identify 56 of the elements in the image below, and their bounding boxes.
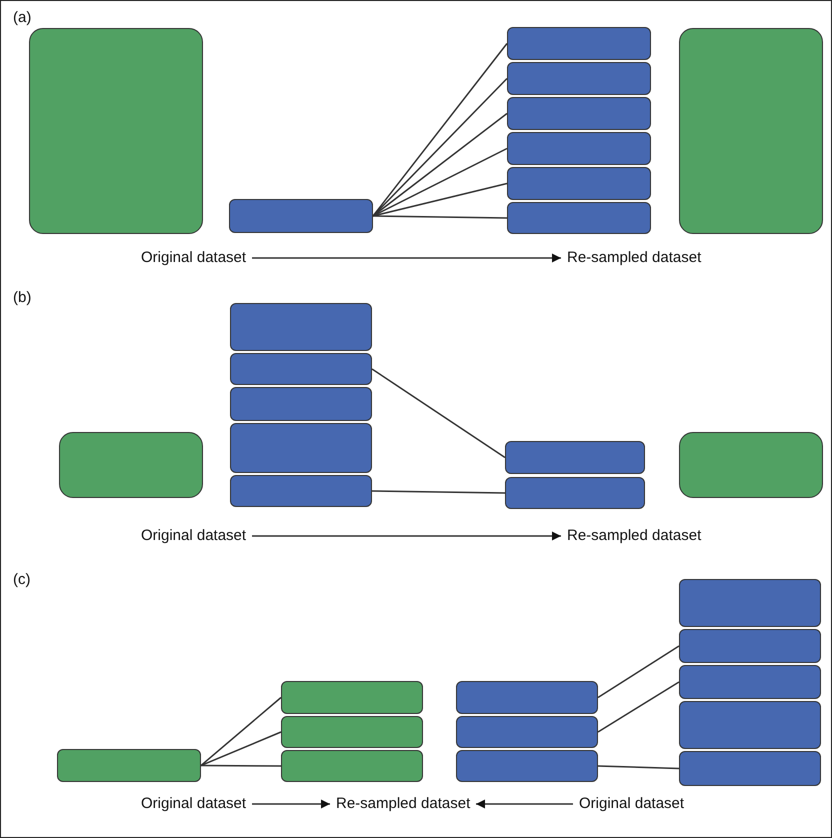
- connector-line: [372, 43, 508, 216]
- data-bar: [507, 167, 651, 200]
- data-bar: [456, 750, 598, 782]
- arrow: [252, 800, 330, 808]
- dataset-block: [59, 432, 203, 498]
- data-bar: [679, 701, 821, 749]
- data-bar: [230, 303, 372, 351]
- arrow: [476, 800, 573, 808]
- data-bar: [507, 202, 651, 234]
- connector-line: [372, 182, 508, 217]
- data-bar: [57, 749, 201, 782]
- dataset-block: [679, 28, 823, 234]
- data-bar: [507, 132, 651, 165]
- connector-line: [598, 645, 680, 698]
- connector-line: [598, 681, 680, 733]
- connector-line: [372, 215, 508, 219]
- data-bar: [456, 681, 598, 714]
- connector-line: [372, 490, 506, 494]
- data-bar: [507, 97, 651, 130]
- data-bar: [281, 716, 423, 748]
- data-bar: [507, 62, 651, 95]
- data-bar: [505, 477, 645, 509]
- panel-label: (b): [13, 289, 32, 306]
- data-bar: [456, 716, 598, 748]
- dataset-block: [29, 28, 203, 234]
- dataset-label: Re-sampled dataset: [567, 527, 702, 545]
- dataset-label: Original dataset: [141, 795, 246, 813]
- connector-line: [372, 368, 506, 458]
- data-bar: [230, 353, 372, 385]
- data-bar: [281, 681, 423, 714]
- data-bar: [230, 387, 372, 421]
- arrow: [252, 254, 561, 262]
- connector-line: [201, 764, 281, 767]
- dataset-label: Re-sampled dataset: [336, 795, 470, 813]
- dataset-label: Original dataset: [579, 795, 684, 813]
- data-bar: [230, 423, 372, 473]
- panel-label: (a): [13, 9, 32, 26]
- data-bar: [230, 475, 372, 507]
- data-bar: [679, 665, 821, 699]
- panel-label: (c): [13, 571, 30, 588]
- connector-line: [200, 696, 282, 766]
- data-bar: [507, 27, 651, 60]
- data-bar: [679, 579, 821, 627]
- connector-line: [200, 731, 282, 766]
- arrow: [252, 532, 561, 540]
- dataset-label: Original dataset: [141, 527, 246, 545]
- connector-line: [598, 765, 680, 770]
- data-bar: [229, 199, 373, 233]
- data-bar: [505, 441, 645, 474]
- dataset-label: Original dataset: [141, 249, 246, 267]
- data-bar: [679, 751, 821, 786]
- connector-line: [372, 78, 508, 217]
- dataset-block: [679, 432, 823, 498]
- data-bar: [679, 629, 821, 663]
- dataset-label: Re-sampled dataset: [567, 249, 702, 267]
- data-bar: [281, 750, 423, 782]
